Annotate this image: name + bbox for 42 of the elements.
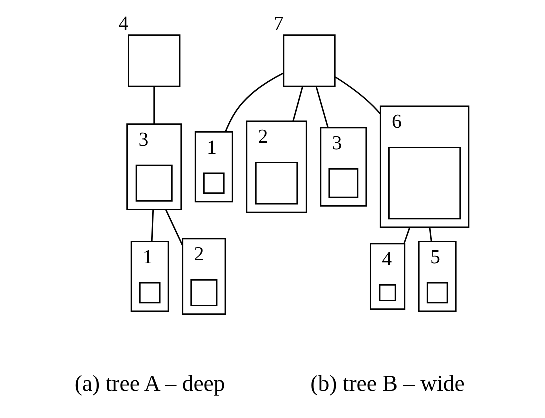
node-label: 3 xyxy=(138,128,149,151)
node-box xyxy=(203,172,225,194)
cluster xyxy=(380,106,470,228)
cluster xyxy=(126,124,182,210)
connector xyxy=(154,87,156,124)
connector xyxy=(225,72,284,132)
node-label: 7 xyxy=(274,12,284,35)
label: (a) tree A – deep xyxy=(74,370,226,396)
node-box xyxy=(328,168,359,198)
connector xyxy=(292,86,304,122)
node-label: 4 xyxy=(382,248,392,271)
cluster xyxy=(246,120,308,214)
node-label: 3 xyxy=(332,132,342,155)
node-box xyxy=(136,164,173,202)
connector xyxy=(165,209,184,246)
label: (b) tree B – wide xyxy=(310,370,465,396)
connector xyxy=(429,227,432,242)
cluster xyxy=(194,131,234,203)
cluster xyxy=(130,241,170,312)
node-box xyxy=(139,282,161,304)
node-label: 5 xyxy=(430,246,440,268)
node-box xyxy=(255,162,298,205)
connector xyxy=(335,76,382,115)
node-box xyxy=(379,284,396,302)
cluster xyxy=(370,243,406,310)
node-label: 1 xyxy=(142,246,153,268)
node-box xyxy=(190,279,218,306)
node-label: 1 xyxy=(207,136,217,159)
connector xyxy=(316,86,329,128)
node-label: 4 xyxy=(118,12,129,35)
cluster xyxy=(320,127,368,207)
node-box xyxy=(283,34,336,88)
node-label: 2 xyxy=(258,126,268,148)
cluster xyxy=(418,241,457,312)
node-box xyxy=(388,147,462,220)
node-box xyxy=(426,282,448,304)
node-box xyxy=(128,34,181,88)
node-label: 6 xyxy=(392,111,402,134)
connector xyxy=(151,210,154,242)
cluster xyxy=(182,238,226,316)
connector xyxy=(404,227,411,244)
node-label: 2 xyxy=(194,244,204,266)
